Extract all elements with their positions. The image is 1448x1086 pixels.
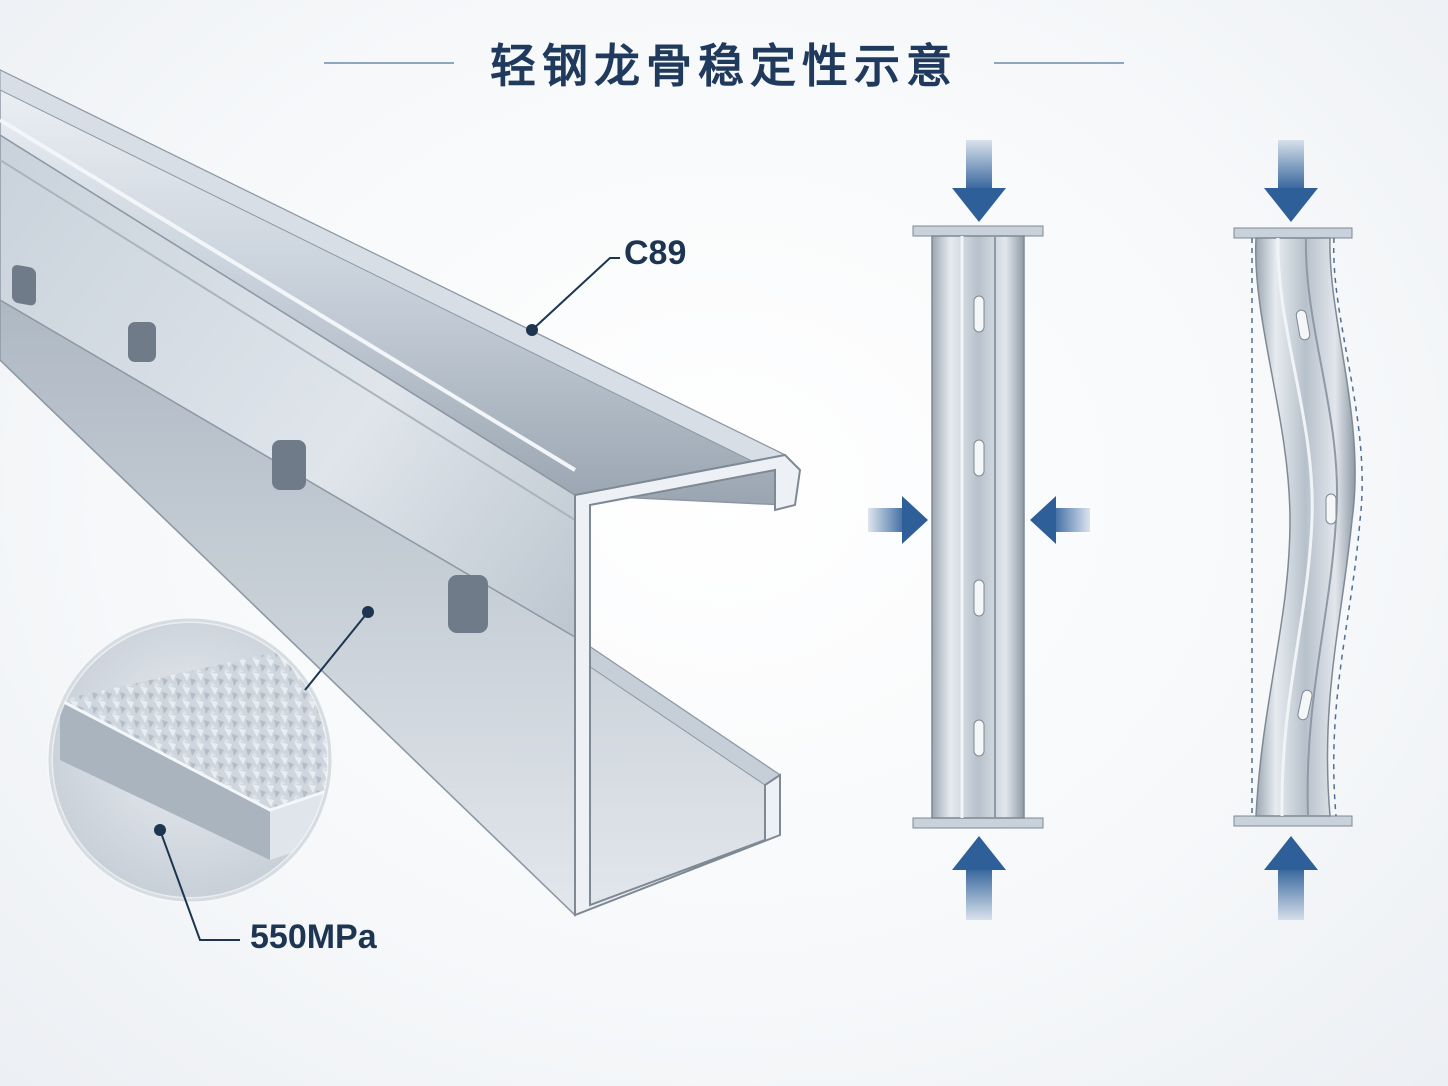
column-slot — [973, 579, 985, 617]
profile-label: C89 — [624, 234, 687, 272]
title-line-left — [324, 62, 454, 64]
web-hole — [128, 322, 156, 362]
buckled-column — [1233, 227, 1363, 827]
arrow-left-icon — [1030, 496, 1090, 544]
page-title: 轻钢龙骨稳定性示意 — [490, 39, 958, 93]
arrow-down-icon — [1264, 140, 1318, 222]
zoom-leader-line — [304, 611, 369, 691]
column-slot — [1297, 689, 1313, 721]
web-hole — [448, 575, 488, 633]
c89-leader — [526, 257, 620, 336]
zoom-detail — [47, 617, 333, 903]
web-hole — [272, 440, 306, 490]
arrow-right-icon — [868, 496, 928, 544]
column-slot — [1295, 309, 1311, 341]
mpa-leader — [159, 829, 240, 941]
stable-top-plate — [912, 225, 1044, 237]
column-slot — [1325, 493, 1337, 525]
column-slot — [973, 295, 985, 333]
c-channel-profile — [0, 69, 802, 917]
arrow-up-icon — [1264, 836, 1318, 920]
web-hole — [12, 265, 36, 306]
strength-label: 550MPa — [250, 918, 377, 956]
stable-column — [912, 225, 1044, 829]
arrow-up-icon — [952, 836, 1006, 920]
buckled-top-plate — [1233, 227, 1353, 239]
column-slot — [973, 439, 985, 477]
channel-end-section — [574, 453, 802, 917]
arrow-down-icon — [952, 140, 1006, 222]
title-line-right — [994, 62, 1124, 64]
stable-bottom-plate — [912, 817, 1044, 829]
buckled-bottom-plate — [1233, 815, 1353, 827]
column-slot — [973, 719, 985, 757]
title-row: 轻钢龙骨稳定性示意 — [0, 28, 1448, 98]
